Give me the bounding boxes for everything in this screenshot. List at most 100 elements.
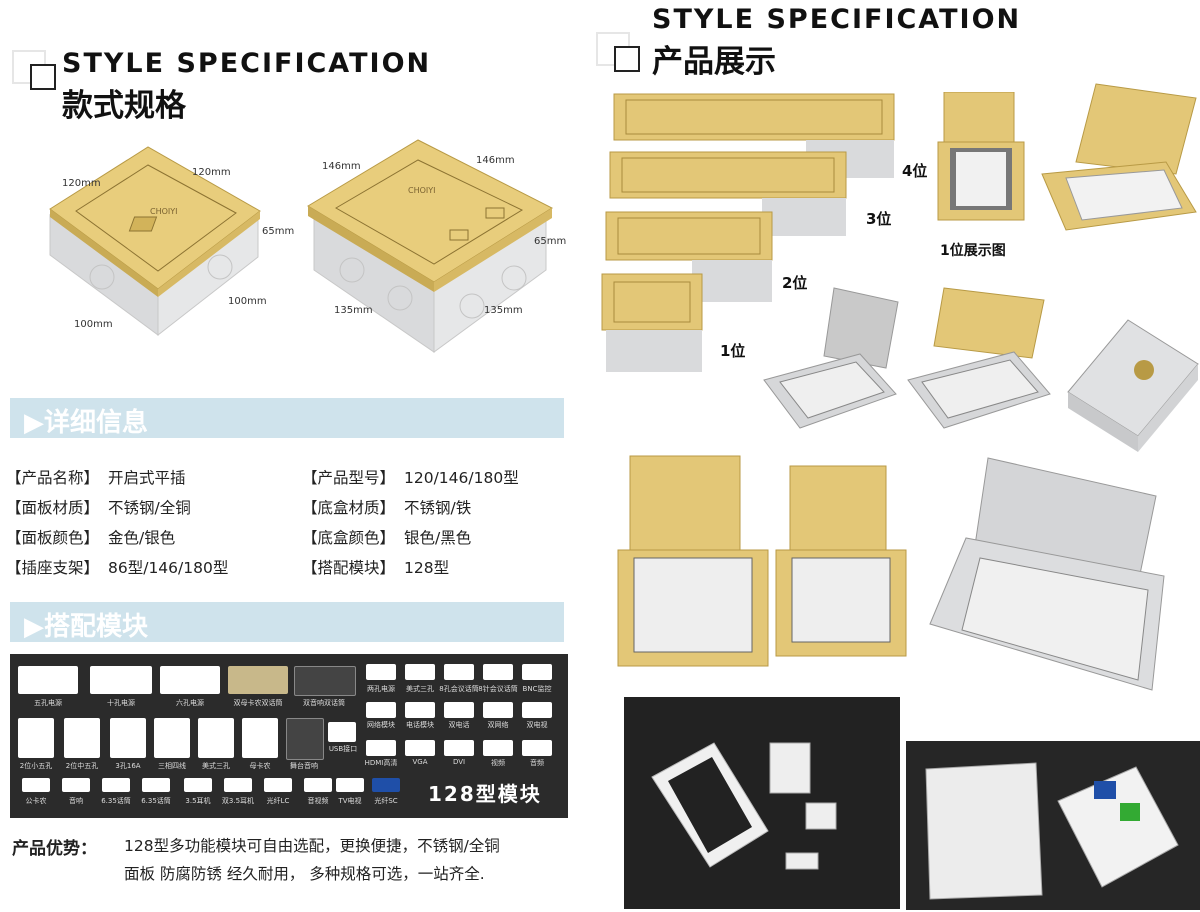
module-tile (444, 702, 474, 718)
box1-dim-height: 65mm (262, 226, 295, 237)
module-label: 双电视 (526, 721, 548, 729)
module-tile (198, 718, 234, 758)
spec-key: 【底盒颜色】 (302, 529, 396, 547)
module-tile (224, 778, 252, 792)
two-socket-gold-photo (1041, 83, 1197, 231)
module-tile (483, 702, 513, 718)
module-label: 音视频 (307, 797, 329, 805)
module-label: 十孔电源 (107, 699, 135, 707)
module-tile (242, 718, 278, 758)
socket-panel-photo (906, 741, 1200, 910)
module-label: 网络模块 (367, 721, 395, 729)
right-heading-en: STYLE SPECIFICATION (652, 4, 1022, 35)
module-label: 双网络 (487, 721, 509, 729)
box1-dim-bottom-right: 100mm (228, 296, 267, 307)
module-label: TV电视 (338, 797, 362, 805)
module-tile (160, 666, 220, 694)
module-label: 双3.5耳机 (221, 797, 255, 805)
advantage-label: 产品优势： (12, 839, 97, 859)
module-label: 舞台音响 (290, 762, 318, 770)
module-tile (294, 666, 356, 696)
box1-dim-top-left: 120mm (62, 178, 101, 189)
spec-value: 不锈钢/铁 (404, 499, 472, 517)
module-tile (366, 740, 396, 756)
module-tile (444, 664, 474, 680)
module-label: 电话模块 (406, 721, 434, 729)
module-label: 双母卡农双话筒 (233, 699, 283, 707)
details-title: ▶详细信息 (24, 408, 148, 438)
module-label: 美式三孔 (202, 762, 230, 770)
one-position-photo (937, 92, 1025, 221)
box1-dim-bottom-left: 100mm (74, 319, 113, 330)
module-label: 光纤SC (374, 797, 398, 805)
silver-open-box-photo (763, 287, 899, 429)
box2-dim-height: 65mm (534, 236, 567, 247)
module-tile (110, 718, 146, 758)
module-tile (90, 666, 152, 694)
module-tile (184, 778, 212, 792)
modules-panel: 五孔电源 十孔电源 六孔电源 双母卡农双话筒 双音响双话筒 两孔电源 美式三孔 … (10, 654, 568, 818)
module-tile (405, 702, 435, 718)
details-banner: ▶详细信息 (10, 398, 564, 438)
module-label: 双电话 (448, 721, 470, 729)
module-tile (304, 778, 332, 792)
module-tile (366, 702, 396, 718)
spec-key: 【面板颜色】 (6, 529, 100, 547)
box2-dim-bottom-left: 135mm (334, 305, 373, 316)
module-tile (154, 718, 190, 758)
spec-key: 【搭配模块】 (302, 559, 396, 577)
module-tile (336, 778, 364, 792)
floor-box-146-drawing (307, 139, 554, 353)
module-label: DVI (452, 758, 466, 766)
left-heading-cn: 款式规格 (62, 88, 186, 124)
module-label: 三相四线 (158, 762, 186, 770)
advantage-line2: 面板 防腐防锈 经久耐用， 多种规格可选，一站齐全. (124, 865, 485, 883)
modules-badge: 128型模块 (428, 782, 542, 806)
box2-brand: CHOIYI (408, 186, 436, 195)
module-label: 六孔电源 (176, 699, 204, 707)
module-label: 3.5耳机 (185, 797, 211, 805)
module-tile (328, 722, 356, 742)
advantage-line1: 128型多功能模块可自由选配，更换便捷，不锈钢/全铜 (124, 837, 500, 855)
spec-value: 开启式平插 (108, 469, 186, 487)
gold-flip-box-b-photo (775, 465, 907, 657)
module-label: 2位中五孔 (65, 762, 99, 770)
module-tile (18, 666, 78, 694)
module-tile (405, 740, 435, 756)
module-label: BNC监控 (522, 685, 552, 693)
spec-value: 120/146/180型 (404, 469, 519, 487)
module-tile (444, 740, 474, 756)
module-tile (483, 740, 513, 756)
module-tile (102, 778, 130, 792)
module-label: 视频 (491, 759, 505, 767)
module-tile (264, 778, 292, 792)
step-label: 1位 (720, 342, 746, 360)
gold-flip-box-a-photo (617, 455, 769, 667)
floor-box-120-drawing (49, 146, 261, 337)
module-label: 美式三孔 (406, 685, 434, 693)
module-tile (372, 778, 400, 792)
step-label: 3位 (866, 210, 892, 228)
spec-key: 【底盒材质】 (302, 499, 396, 517)
locked-box-photo (1067, 319, 1199, 452)
step-label: 2位 (782, 274, 808, 292)
step-label: 4位 (902, 162, 928, 180)
module-label: HDMI高清 (364, 759, 398, 767)
module-tile (286, 718, 324, 760)
box1-brand: CHOIYI (150, 207, 178, 216)
module-label: 两孔电源 (367, 685, 395, 693)
module-frame-photo (624, 697, 900, 909)
spec-key: 【面板材质】 (6, 499, 100, 517)
silver-large-box-photo (929, 457, 1165, 691)
spec-key: 【产品型号】 (302, 469, 396, 487)
module-label: 6.35话筒 (101, 797, 131, 805)
module-label: 2位小五孔 (19, 762, 53, 770)
module-tile (522, 702, 552, 718)
module-label: 公卡农 (25, 797, 47, 805)
module-tile (405, 664, 435, 680)
module-tile (62, 778, 90, 792)
module-label: 6.35话筒 (141, 797, 171, 805)
module-label: 五孔电源 (34, 699, 62, 707)
module-tile (483, 664, 513, 680)
box2-dim-top-left: 146mm (322, 161, 361, 172)
